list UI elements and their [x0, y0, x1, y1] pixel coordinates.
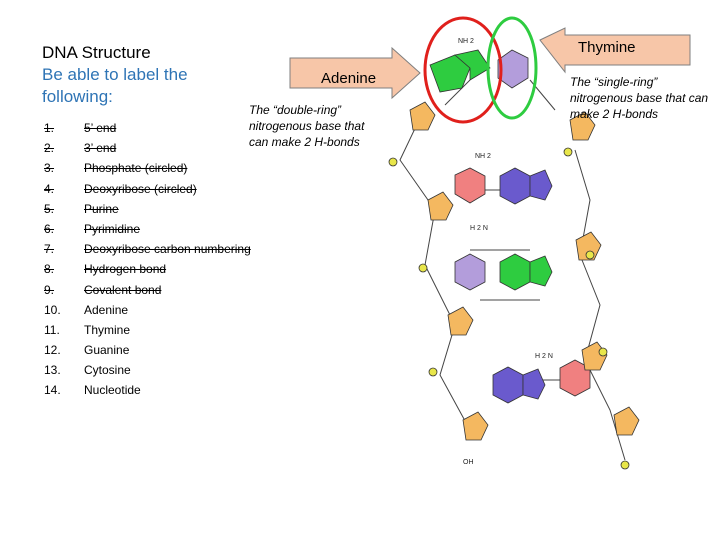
title-line-2: Be able to label the: [42, 65, 188, 84]
cytosine-1: [454, 167, 486, 204]
adenine-top: [429, 49, 491, 93]
list-item-number: 14.: [44, 383, 61, 398]
thymine-highlight-circle: [486, 16, 538, 120]
list-item-label: Cytosine: [84, 363, 131, 378]
slide-title: DNA Structure Be able to label the follo…: [42, 42, 188, 108]
amine-label-1: NH 2: [475, 153, 491, 160]
list-item-label: 3’ end: [84, 141, 117, 156]
adenine-2: [499, 253, 553, 291]
thymine-2: [454, 253, 486, 291]
title-line-1: DNA Structure: [42, 43, 151, 62]
list-item-number: 11.: [44, 322, 60, 337]
adenine-highlight-circle: [423, 16, 503, 124]
thymine-label: Thymine: [578, 39, 636, 56]
amine-label-3: H 2 N: [535, 353, 553, 360]
guanine-1: [499, 167, 553, 205]
thymine-note: The “single-ring” nitrogenous base that …: [570, 75, 709, 121]
list-item-number: 6.: [44, 221, 55, 236]
list-item-label: Deoxyribose carbon numbering: [84, 242, 251, 257]
list-item-number: 5.: [44, 201, 55, 216]
list-item-number: 10.: [44, 302, 61, 317]
title-line-3: following:: [42, 87, 113, 106]
hydroxyl-label: OH: [463, 459, 474, 466]
list-item-number: 3.: [44, 161, 55, 176]
list-item-label: Nucleotide: [84, 383, 141, 398]
thymine-callout-arrow: [539, 27, 691, 74]
list-item-label: Adenine: [84, 302, 129, 317]
amine-label-top: NH 2: [458, 38, 474, 45]
list-item-number: 13.: [44, 363, 61, 378]
amine-label-2: H 2 N: [470, 225, 488, 232]
list-item-label: Pyrimidine: [84, 221, 141, 236]
list-item-label: Covalent bond: [84, 282, 162, 297]
list-item-label: Hydrogen bond: [84, 262, 167, 277]
list-item-number: 8.: [44, 262, 55, 277]
list-item-number: 4.: [44, 181, 55, 196]
phosphate-group: [388, 147, 630, 470]
list-item-label: Deoxyribose (circled): [84, 181, 197, 196]
adenine-note: The “double-ring” nitrogenous base that …: [249, 103, 365, 149]
guanine-3: [492, 366, 546, 404]
adenine-label: Adenine: [321, 70, 377, 87]
thymine-top: [497, 49, 529, 89]
list-item-number: 12.: [44, 343, 61, 358]
list-item-number: 7.: [44, 242, 55, 257]
list-item-label: 5’ end: [84, 121, 117, 135]
list-item-number: 1.: [44, 121, 55, 135]
list-item-label: Thymine: [84, 322, 131, 337]
list-item-label: Guanine: [84, 343, 130, 358]
list-item-label: Phosphate (circled): [84, 161, 188, 176]
cytosine-3: [559, 359, 591, 397]
adenine-callout-arrow: [289, 46, 421, 100]
list-item-label: Purine: [84, 201, 119, 216]
list-item-number: 9.: [44, 282, 55, 297]
list-item-number: 2.: [44, 141, 55, 156]
